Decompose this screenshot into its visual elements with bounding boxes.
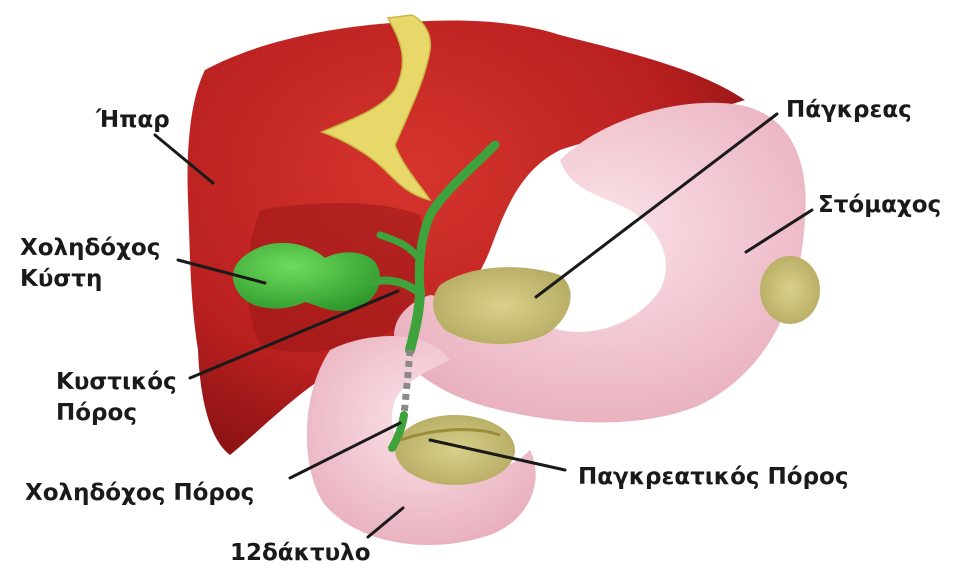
label-duodenum: 12δάκτυλο [230,538,371,568]
pancreas-head [395,415,515,485]
label-liver: Ήπαρ [96,105,170,135]
pancreas-tail [760,256,820,324]
label-common-bile-duct: Χοληδόχος Πόρος [25,478,254,508]
label-cystic-duct-line2: Πόρος [56,398,137,428]
label-gallbladder-line2: Κύστη [20,264,102,294]
label-stomach: Στόμαχος [818,190,941,220]
label-pancreatic-duct: Παγκρεατικός Πόρος [578,462,849,492]
label-pancreas: Πάγκρεας [786,95,912,125]
label-cystic-duct-line1: Κυστικός [56,367,177,397]
label-gallbladder-line1: Χοληδόχος [20,233,160,263]
